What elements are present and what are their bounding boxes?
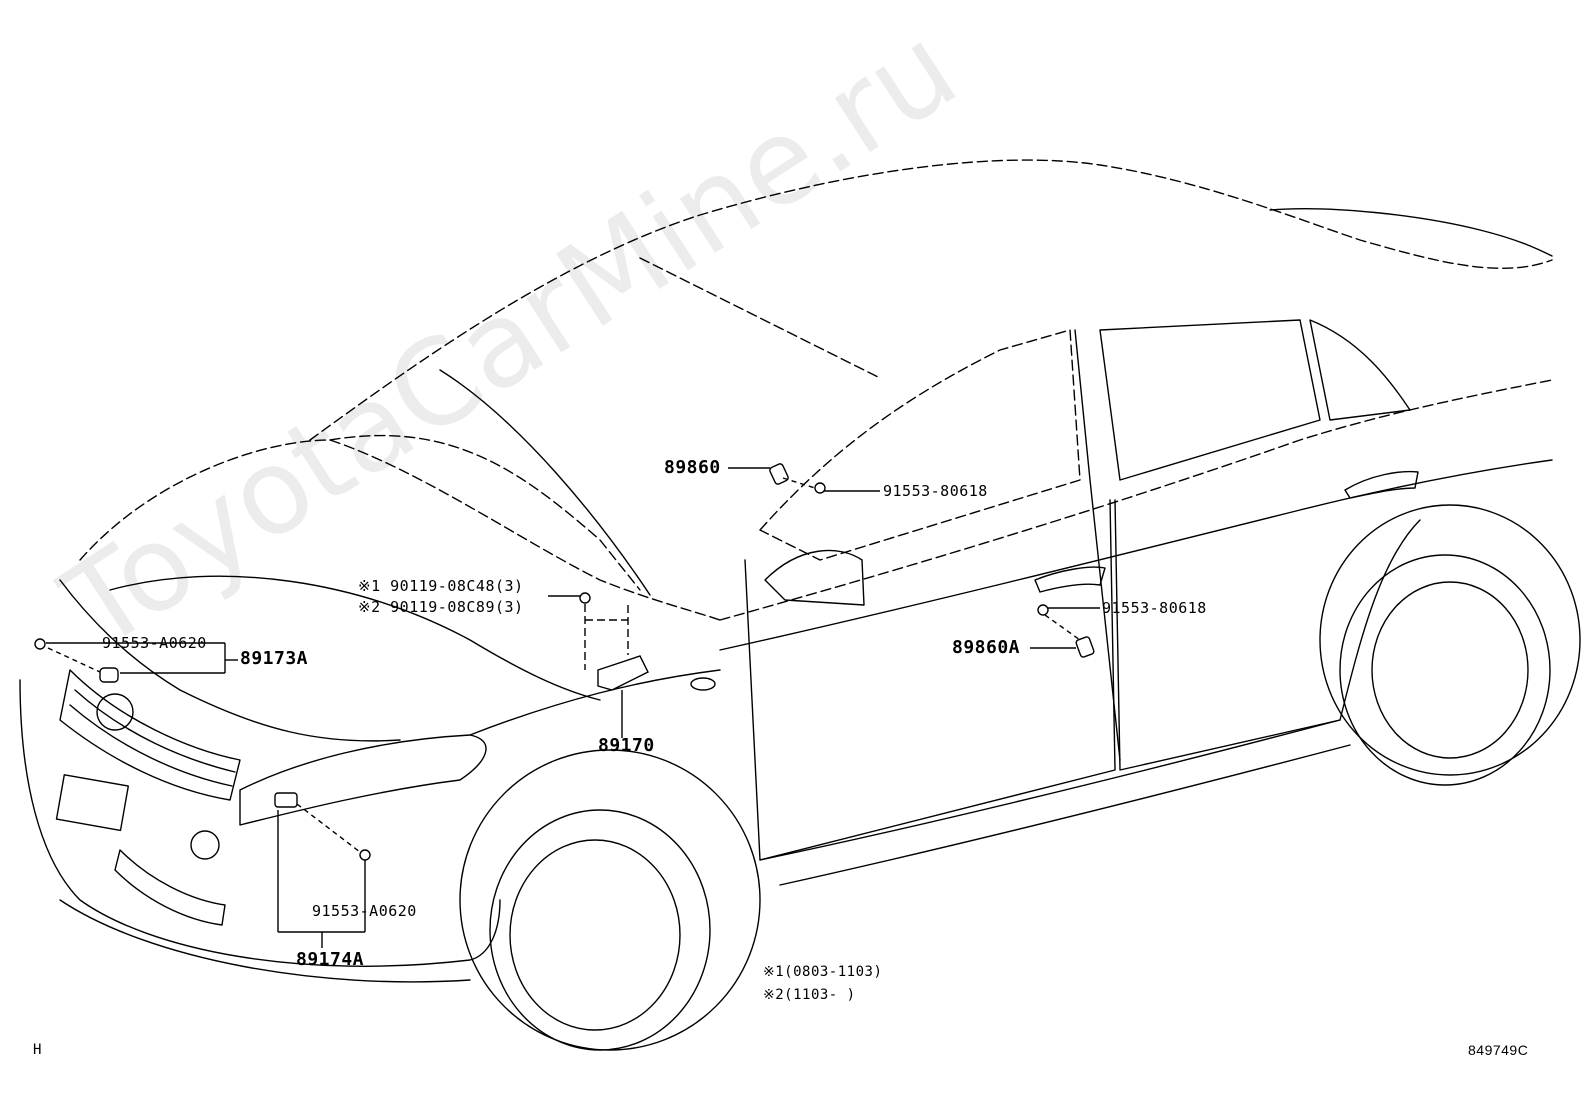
hood-outline xyxy=(79,439,721,621)
label-91553-80618-right: 91553-80618 xyxy=(1102,599,1207,617)
rocker-panel xyxy=(759,719,1341,861)
roof-rear-edge xyxy=(1269,208,1553,257)
label-89860: 89860 xyxy=(664,457,721,478)
figure-code: 849749C xyxy=(1468,1042,1529,1058)
grille-slat-2 xyxy=(69,704,233,787)
front-bumper xyxy=(19,679,501,967)
note-2: ※2(1103- ) xyxy=(763,987,856,1003)
front-fender xyxy=(469,669,721,736)
rear-rim xyxy=(1371,581,1529,759)
label-90119-08c89: ※2 90119-08C89(3) xyxy=(358,598,524,616)
roof-outline xyxy=(309,159,1553,441)
fuel-repeater xyxy=(690,677,716,691)
rear-tire xyxy=(1339,554,1551,786)
label-89170: 89170 xyxy=(598,735,655,756)
headlight xyxy=(239,734,487,826)
sensor-89860a xyxy=(1075,636,1095,658)
front-door-glass xyxy=(759,329,1081,561)
emblem xyxy=(96,693,134,731)
sensor-89173a xyxy=(99,667,119,683)
sensor-89174a xyxy=(274,792,298,808)
fog-lamp xyxy=(190,830,220,860)
label-89174a: 89174A xyxy=(296,949,365,970)
front-door-handle xyxy=(1034,566,1106,593)
note-1: ※1(0803-1103) xyxy=(763,964,883,980)
rear-door-handle xyxy=(1344,470,1419,499)
front-door-outline xyxy=(744,499,1116,861)
bumper-lower xyxy=(59,899,471,983)
label-90119-08c48: ※1 90119-08C48(3) xyxy=(358,577,524,595)
hood-crease xyxy=(109,575,601,701)
rocker-lower xyxy=(779,744,1351,886)
rear-door-outline xyxy=(1114,499,1421,771)
label-91553-a0620-left: 91553-A0620 xyxy=(102,634,207,652)
grille xyxy=(59,669,241,801)
rear-door-glass xyxy=(1099,319,1321,481)
bolt-91553-80618-right xyxy=(1037,604,1049,616)
bolt-91553-a0620-left xyxy=(34,638,46,650)
label-89173a: 89173A xyxy=(240,648,309,669)
b-pillar xyxy=(1074,329,1121,761)
rear-wheel-arch xyxy=(1319,504,1581,776)
roof-inner-line xyxy=(639,257,881,379)
hood-front-edge xyxy=(59,579,401,742)
sensor-89860 xyxy=(769,463,789,485)
label-91553-a0620-bottom: 91553-A0620 xyxy=(312,902,417,920)
footer-left-code: H xyxy=(33,1042,42,1058)
license-plate xyxy=(55,774,130,832)
side-mirror xyxy=(764,549,865,606)
bolt-90119 xyxy=(579,592,591,604)
grille-slat-1 xyxy=(74,689,236,773)
label-91553-80618-top: 91553-80618 xyxy=(883,482,988,500)
side-crease xyxy=(719,459,1553,651)
label-89860a: 89860A xyxy=(952,637,1021,658)
lower-grille xyxy=(114,849,226,926)
bolt-91553-a0620-bottom xyxy=(359,849,371,861)
windshield-lower xyxy=(329,434,641,591)
airbag-ecu-89170 xyxy=(597,655,649,691)
beltline xyxy=(719,379,1553,621)
windshield-a-pillar xyxy=(439,369,651,596)
front-tire xyxy=(489,809,711,1051)
front-wheel-arch xyxy=(459,749,761,1051)
rear-quarter-glass xyxy=(1309,319,1411,421)
bolt-91553-80618-top xyxy=(814,482,826,494)
front-rim xyxy=(509,839,681,1031)
